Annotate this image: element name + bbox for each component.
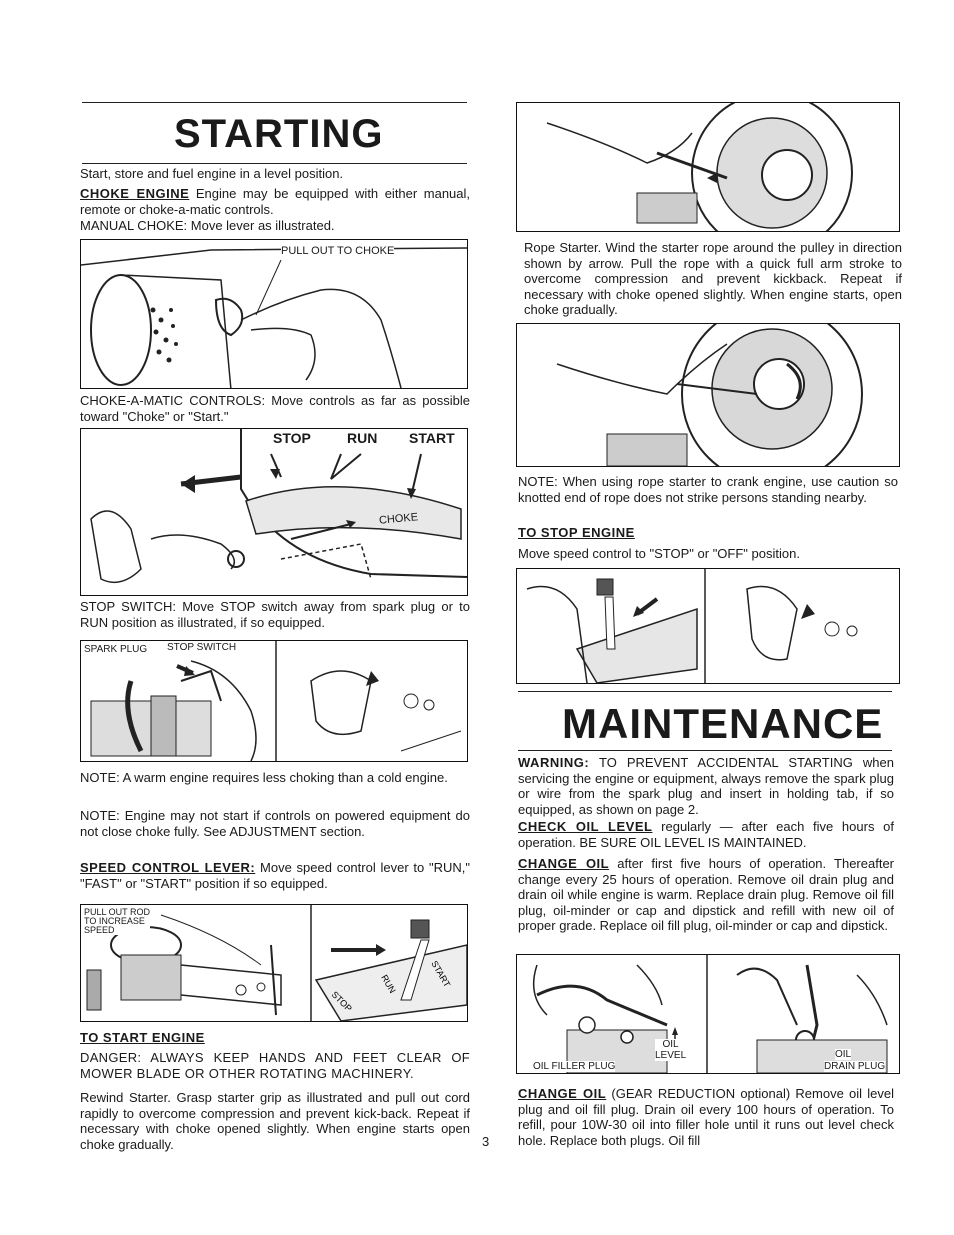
caption-line-3: SPEED — [84, 925, 115, 935]
oil-level-line-2: LEVEL — [655, 1050, 687, 1061]
gear-reduction-paragraph: CHANGE OIL (GEAR REDUCTION optional) Rem… — [518, 1086, 894, 1148]
speed-control-text: Move speed control lever to "RUN," "FAST… — [80, 860, 470, 891]
oil-filler-plug-caption: OIL FILLER PLUG — [533, 1061, 616, 1072]
gear-change-oil-heading: CHANGE OIL — [518, 1086, 607, 1101]
rewind-starter-text: Rewind Starter. Grasp starter grip as il… — [80, 1090, 470, 1152]
speed-control-illustration: RUN START STOP — [86, 905, 467, 1021]
stop-engine-figure — [516, 568, 900, 684]
pull-out-rod-caption: PULL OUT ROD TO INCREASE SPEED — [84, 907, 151, 935]
note-rope-text: NOTE: When using rope starter to crank e… — [518, 474, 898, 505]
maintenance-underline — [518, 750, 892, 751]
speed-control-paragraph: SPEED CONTROL LEVER: Move speed control … — [80, 860, 470, 891]
pull-out-to-choke-caption: PULL OUT TO CHOKE — [281, 245, 395, 257]
top-rule-left — [82, 102, 467, 103]
stop-engine-illustration — [526, 569, 858, 683]
page-number: 3 — [482, 1134, 490, 1149]
choke-a-matic-illustration — [90, 429, 467, 584]
caption-line-2: TO INCREASE — [84, 916, 145, 926]
stop-switch-figure: SPARK PLUG STOP SWITCH — [80, 640, 468, 762]
rope-starter-illustration-2 — [556, 324, 863, 466]
rope-starter-figure-2 — [516, 323, 900, 467]
start-label: START — [409, 430, 455, 446]
warning-text: TO PREVENT ACCIDENTAL STARTING when serv… — [518, 755, 894, 817]
to-stop-heading-wrap: TO STOP ENGINE — [518, 525, 635, 541]
speed-control-figure: RUN START STOP PULL OUT ROD TO INCREASE … — [80, 904, 468, 1022]
to-start-engine-heading: TO START ENGINE — [80, 1030, 205, 1045]
stop-switch-text: STOP SWITCH: Move STOP switch away from … — [80, 599, 470, 630]
to-stop-engine-heading: TO STOP ENGINE — [518, 525, 635, 540]
change-oil-paragraph: CHANGE OIL after first five hours of ope… — [518, 856, 894, 934]
stop-switch-illustration — [90, 641, 462, 761]
warning-paragraph: WARNING: TO PREVENT ACCIDENTAL STARTING … — [518, 755, 894, 817]
speed-control-heading: SPEED CONTROL LEVER: — [80, 860, 256, 875]
manual-choke-text: MANUAL CHOKE: Move lever as illustrated. — [80, 218, 335, 233]
note-warm-engine: NOTE: A warm engine requires less chokin… — [80, 770, 448, 785]
caption-line-1: PULL OUT ROD — [84, 907, 151, 917]
drain-plug-caption: DRAIN PLUG — [824, 1061, 886, 1072]
to-start-heading-wrap: TO START ENGINE — [80, 1030, 205, 1046]
rope-starter-text: Rope Starter. Wind the starter rope arou… — [524, 240, 902, 317]
change-oil-text: after first five hours of operation. The… — [518, 856, 894, 933]
choke-a-matic-text: CHOKE-A-MATIC CONTROLS: Move controls as… — [80, 393, 470, 424]
maintenance-top-rule — [518, 691, 892, 692]
rope-starter-illustration-1 — [546, 103, 853, 231]
maintenance-title: MAINTENANCE — [562, 700, 884, 747]
rope-starter-figure-1 — [516, 102, 900, 232]
run-label: RUN — [347, 430, 378, 446]
check-oil-paragraph: CHECK OIL LEVEL regularly — after each f… — [518, 819, 894, 850]
oil-caption: OIL — [835, 1049, 852, 1060]
starting-title: STARTING — [174, 112, 384, 156]
oil-level-line-1: OIL — [662, 1039, 679, 1050]
stop-switch-caption: STOP SWITCH — [167, 642, 237, 653]
choke-engine-text: Engine may be equipped with either manua… — [80, 186, 471, 217]
gear-change-oil-text: (GEAR REDUCTION optional) Remove oil lev… — [518, 1086, 894, 1148]
to-stop-text: Move speed control to "STOP" or "OFF" po… — [518, 546, 800, 561]
manual-choke-illustration — [81, 247, 467, 388]
manual-choke-figure: PULL OUT TO CHOKE — [80, 239, 468, 389]
spark-plug-caption: SPARK PLUG — [84, 644, 148, 655]
oil-plug-figure: OIL LEVEL OIL FILLER PLUG OIL DRAIN PLUG — [516, 954, 900, 1074]
change-oil-heading: CHANGE OIL — [518, 856, 610, 871]
danger-text: DANGER: ALWAYS KEEP HANDS AND FEET CLEAR… — [80, 1050, 470, 1081]
oil-level-caption: OIL LEVEL — [655, 1039, 687, 1061]
intro-text: Start, store and fuel engine in a level … — [80, 166, 344, 181]
check-oil-heading: CHECK OIL LEVEL — [518, 819, 653, 834]
title-underline-left — [82, 163, 467, 164]
choke-engine-heading: CHOKE ENGINE — [80, 186, 190, 201]
check-oil-text: regularly — after each five hours of ope… — [518, 819, 894, 850]
warning-heading: WARNING: — [518, 755, 590, 770]
note-controls: NOTE: Engine may not start if controls o… — [80, 808, 470, 839]
choke-paragraph: CHOKE ENGINE Engine may be equipped with… — [80, 186, 470, 217]
stop-label: STOP — [273, 430, 311, 446]
choke-a-matic-figure: STOP RUN START CHOKE — [80, 428, 468, 596]
